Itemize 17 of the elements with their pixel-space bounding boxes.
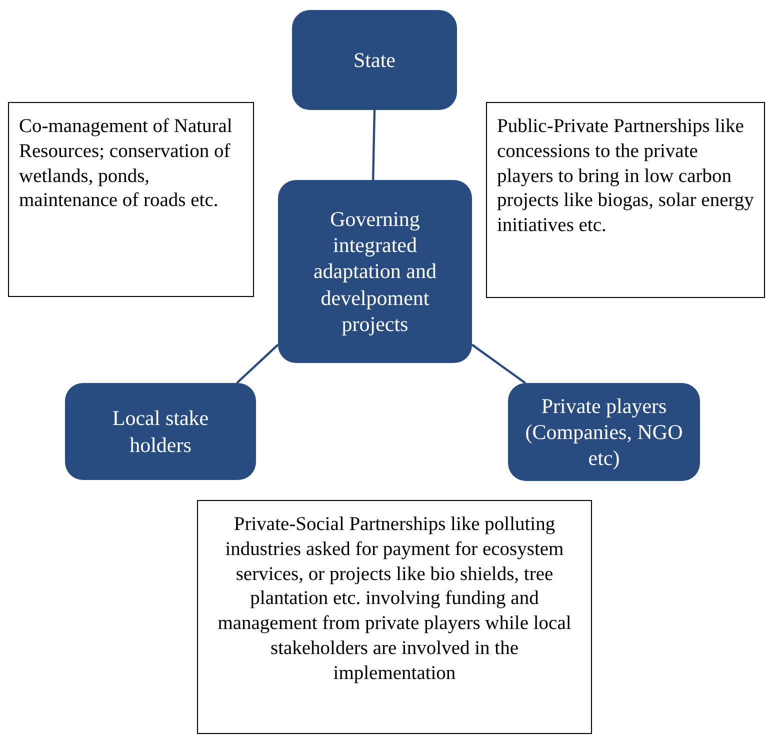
rounded-box [278, 180, 472, 363]
connector-line [471, 344, 526, 384]
rounded-box [508, 383, 700, 481]
note-box [486, 102, 765, 298]
node-text: Governing integrated adaptation and develpoment projects [312, 206, 438, 338]
node-text: Private-Social Partnerships like polluting industries asked for payment for ecosystem services, or projects like bio shields, tree plantation etc. involving funding and management from private players while local stakeholders are involved in the implementation [216, 513, 572, 686]
rounded-box [65, 383, 256, 480]
rounded-box [292, 10, 457, 110]
connector-line [372, 110, 376, 180]
node-text: State [354, 46, 396, 74]
note-box [197, 500, 592, 734]
note-box [8, 102, 254, 297]
node-text: Private players (Companies, NGO etc) [524, 392, 684, 472]
node-text: Co-management of Natural Resources; conservation of wetlands, ponds, maintenance of roads etc. [19, 115, 234, 214]
connector-line [236, 344, 279, 384]
node-text: Local stake holders [111, 405, 210, 458]
node-text: Public-Private Partnerships like concessions to the private players to bring in low carbon projects like biogas, solar energy initiatives etc. [497, 115, 754, 238]
